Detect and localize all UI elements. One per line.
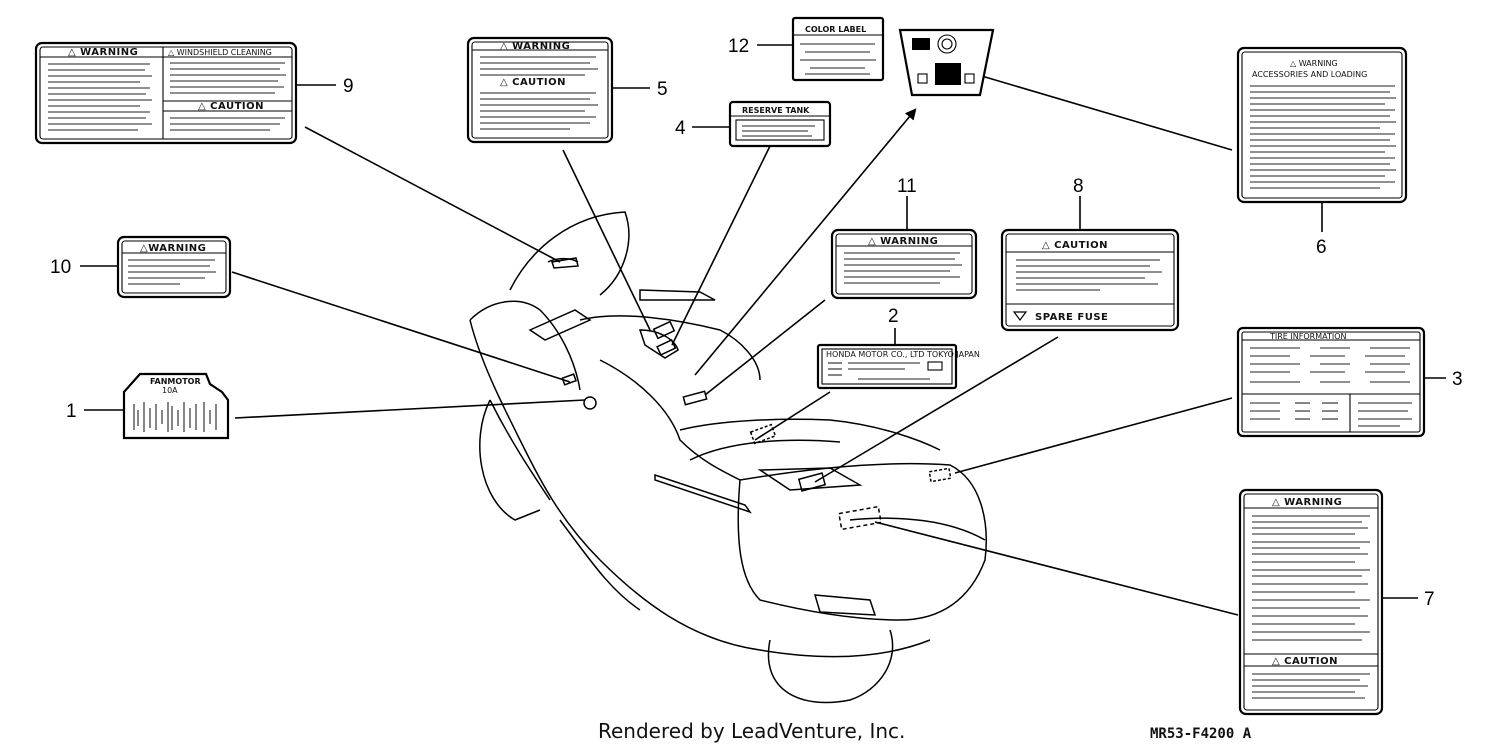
label-12-text: COLOR LABEL bbox=[805, 25, 866, 34]
leader-lines bbox=[231, 73, 1239, 616]
label-5-warning-text: △ WARNING bbox=[500, 41, 570, 52]
callout-9: 9 bbox=[343, 76, 354, 97]
label-9-caution-text: △ CAUTION bbox=[198, 101, 264, 112]
label-8-spare-fuse-text: SPARE FUSE bbox=[1035, 312, 1108, 323]
callout-5: 5 bbox=[657, 79, 668, 100]
callout-1: 1 bbox=[66, 401, 77, 422]
label-10-text: △WARNING bbox=[140, 243, 206, 254]
label-11-text: △ WARNING bbox=[868, 236, 938, 247]
label-5-caution-text: △ CAUTION bbox=[500, 77, 566, 88]
label-7-caution-text: △ CAUTION bbox=[1272, 656, 1338, 667]
callout-12: 12 bbox=[728, 36, 749, 57]
callout-2: 2 bbox=[888, 306, 899, 327]
label-9: △ WARNING △ WINDSHIELD CLEANING △ CAUTIO… bbox=[34, 41, 354, 145]
label-9-windshield-text: △ WINDSHIELD CLEANING bbox=[168, 48, 272, 57]
label-5: △ WARNING △ CAUTION 5 bbox=[466, 36, 668, 144]
label-4: RESERVE TANK 4 bbox=[675, 100, 832, 148]
callout-3: 3 bbox=[1452, 369, 1463, 390]
callout-10: 10 bbox=[50, 257, 71, 278]
label-11: △ WARNING 11 bbox=[830, 176, 978, 300]
callout-4: 4 bbox=[675, 118, 686, 139]
label-1-sub-text: 10A bbox=[162, 386, 178, 395]
footer-credit: Rendered by LeadVenture, Inc. bbox=[598, 719, 905, 743]
label-6-warning-text: △ WARNING bbox=[1290, 59, 1338, 68]
label-8-caution-text: △ CAUTION bbox=[1042, 240, 1108, 251]
label-8: △ CAUTION SPARE FUSE 8 bbox=[1000, 176, 1180, 332]
label-10: △WARNING 10 bbox=[50, 235, 232, 299]
label-6-sub-text: ACCESSORIES AND LOADING bbox=[1252, 70, 1367, 79]
label-12: COLOR LABEL 12 bbox=[728, 16, 995, 97]
label-9-warning-text: △ WARNING bbox=[68, 47, 138, 58]
motorcycle-illustration bbox=[469, 211, 987, 704]
label-2-text: HONDA MOTOR CO., LTD TOKYO JAPAN bbox=[826, 350, 980, 359]
label-3: TIRE INFORMATION 3 bbox=[1236, 326, 1463, 438]
callout-7: 7 bbox=[1424, 589, 1435, 610]
label-4-text: RESERVE TANK bbox=[742, 106, 810, 115]
label-2: HONDA MOTOR CO., LTD TOKYO JAPAN 2 bbox=[816, 306, 980, 390]
label-6: △ WARNING ACCESSORIES AND LOADING 6 bbox=[1236, 46, 1408, 258]
label-7-warning-text: △ WARNING bbox=[1272, 497, 1342, 508]
label-1: FANMOTOR 10A 1 bbox=[66, 372, 230, 440]
callout-11: 11 bbox=[897, 176, 917, 197]
label-3-text: TIRE INFORMATION bbox=[1269, 332, 1347, 341]
callout-8: 8 bbox=[1073, 176, 1084, 197]
callout-6: 6 bbox=[1316, 237, 1327, 258]
label-1-text: FANMOTOR bbox=[150, 377, 201, 386]
label-7: △ WARNING △ CAUTION 7 bbox=[1238, 488, 1435, 716]
diagram-code: MR53-F4200 A bbox=[1150, 726, 1252, 742]
